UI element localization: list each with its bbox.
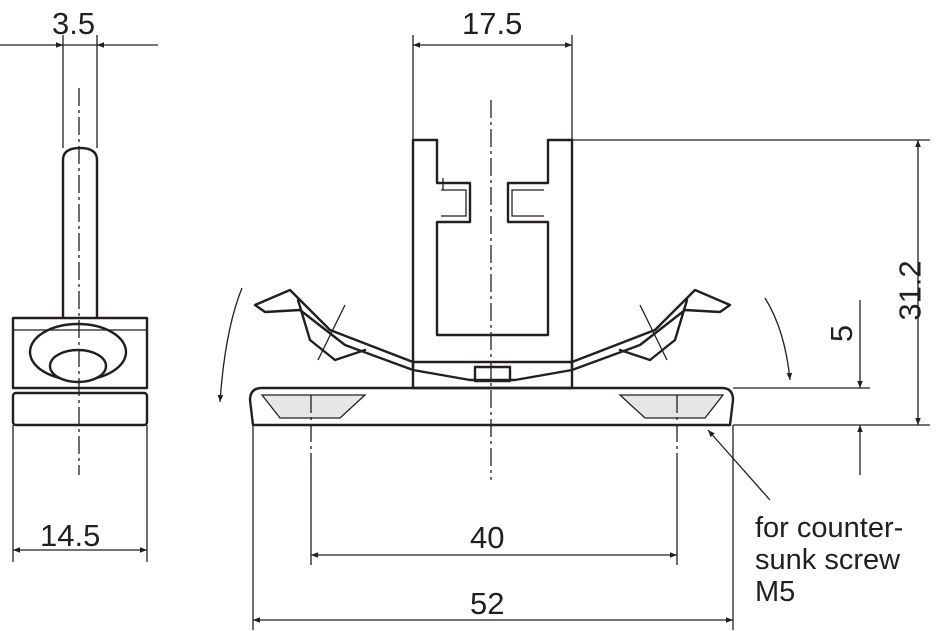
dim-hole-spacing: 40: [470, 520, 505, 555]
note-line-3: M5: [755, 576, 796, 608]
dim-width-small: 3.5: [52, 6, 96, 41]
note-line-2: sunk screw: [755, 544, 901, 576]
dim-width-side: 14.5: [40, 518, 101, 553]
side-view: [0, 35, 158, 562]
countersunk-note: for counter- sunk screw M5: [755, 512, 903, 608]
front-view: [217, 35, 930, 630]
dim-height-total: 31.2: [892, 260, 928, 321]
dim-height-base: 5: [824, 324, 860, 343]
note-line-1: for counter-: [755, 512, 904, 544]
dim-width-base: 52: [470, 586, 505, 621]
dim-width-holder: 17.5: [462, 6, 523, 41]
